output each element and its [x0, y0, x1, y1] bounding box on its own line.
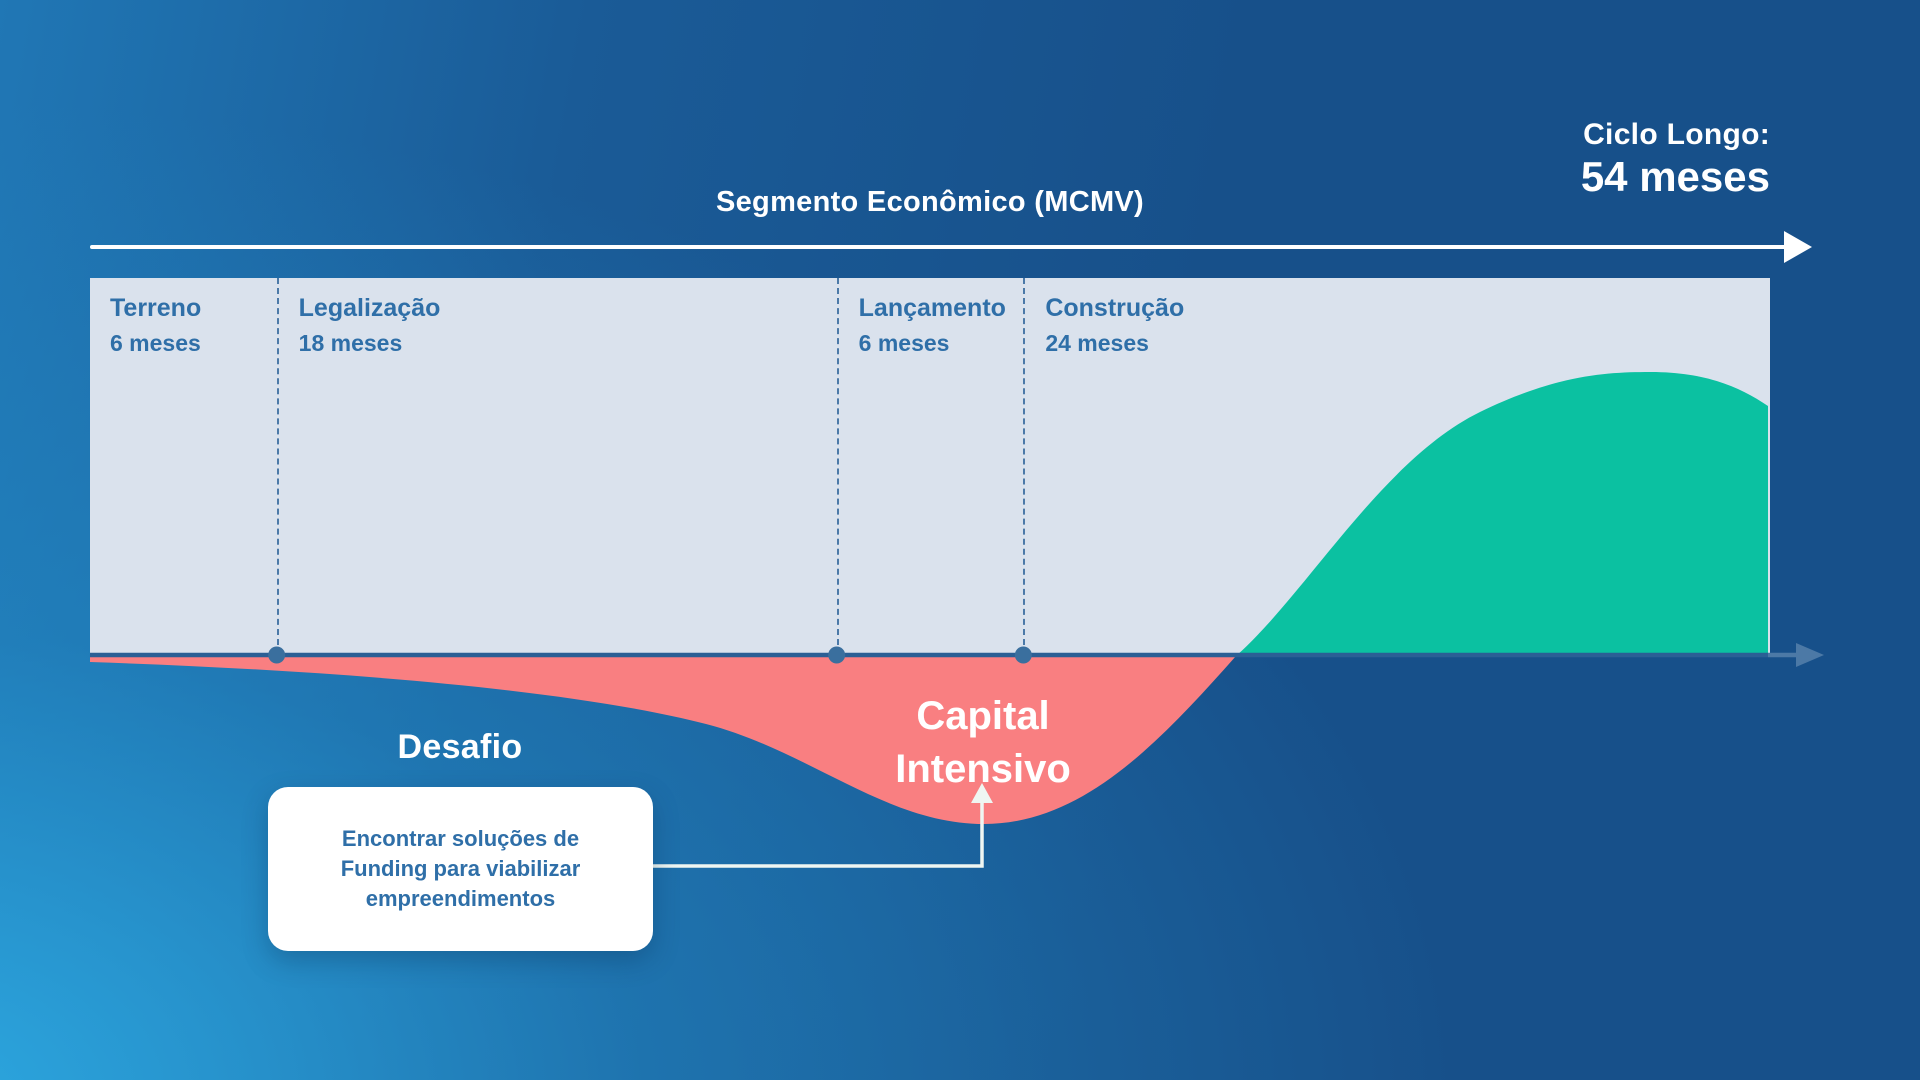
timeline-arrow-line: [90, 231, 1812, 263]
phase-segment: Terreno 6 meses: [90, 278, 277, 655]
cycle-value: 54 meses: [1580, 153, 1770, 200]
phase-name: Lançamento: [858, 294, 1006, 322]
callout-connector-line: [653, 800, 984, 868]
arrow-right-icon: [1784, 231, 1812, 263]
phase-segment: Legalização 18 meses: [276, 278, 837, 655]
phase-marker-dot: [268, 646, 286, 664]
capital-intensivo-label: Capital Intensivo: [895, 694, 1071, 791]
phase-duration: 18 meses: [298, 330, 403, 356]
axis-arrow-icon: [1796, 643, 1824, 667]
cycle-label: Ciclo Longo:: [1583, 118, 1770, 151]
phase-name: Construção: [1045, 294, 1185, 322]
challenge-card: Encontrar soluções de Funding para viabi…: [268, 787, 653, 951]
negative-cashflow-area: [90, 656, 1236, 824]
challenge-title: Desafio: [397, 728, 523, 766]
phase-segment: Construção 24 meses: [1023, 278, 1770, 655]
segment-title: Segmento Econômico (MCMV): [715, 186, 1144, 218]
phase-duration: 6 meses: [858, 330, 950, 356]
cycle-summary: Ciclo Longo: 54 meses: [1581, 118, 1770, 198]
phase-duration: 24 meses: [1045, 330, 1149, 356]
phase-marker-dot: [828, 646, 846, 664]
phase-segment: Lançamento 6 meses: [836, 278, 1024, 655]
phase-duration: 6 meses: [110, 330, 201, 356]
connector-arrow-up-icon: [971, 783, 993, 803]
phase-name: Terreno: [110, 294, 202, 322]
positive-cashflow-area: [1236, 372, 1768, 656]
phase-name: Legalização: [298, 294, 441, 322]
phase-marker-dots: [268, 646, 1032, 664]
challenge-note: Encontrar soluções de Funding para viabi…: [340, 826, 581, 911]
phase-marker-dot: [1014, 646, 1032, 664]
